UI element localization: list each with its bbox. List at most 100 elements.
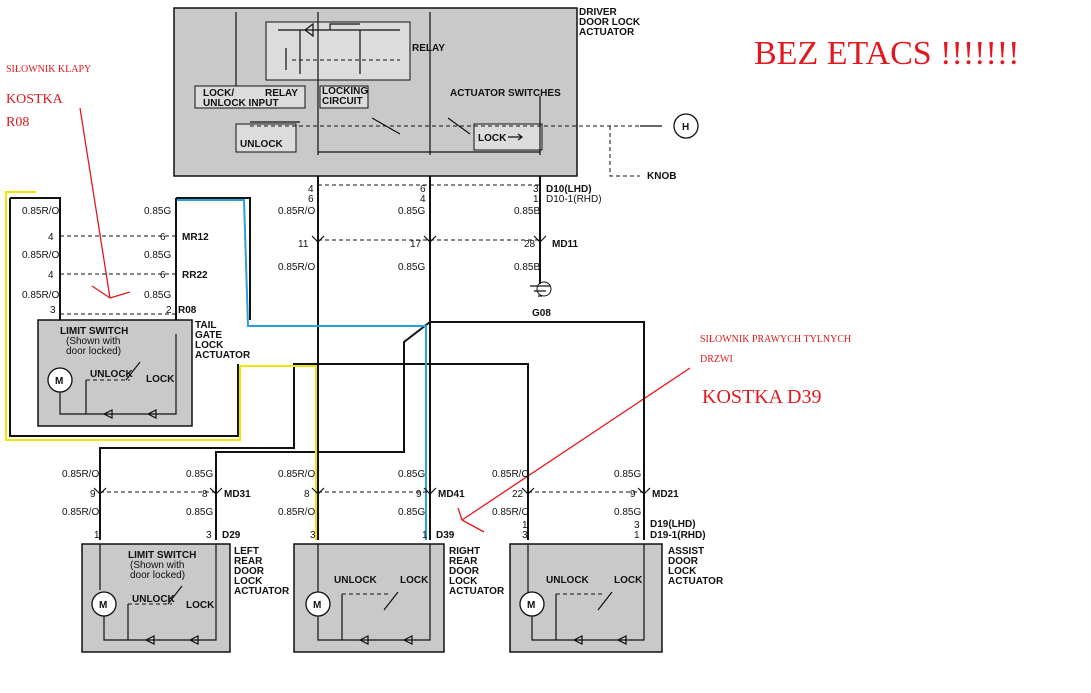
driver-actuator: DRIVER DOOR LOCK ACTUATOR RELAY LOCK/ UN… [173, 7, 699, 205]
rr-wire-g-2: 0.85G [398, 507, 425, 518]
annotation-arrow-d39 [457, 367, 691, 533]
tg-limit-2: (Shown with [66, 336, 120, 347]
locking-circuit-1: LOCKING [322, 86, 368, 97]
tg-unlock: UNLOCK [90, 369, 134, 380]
driver-actuator-title-2: DOOR LOCK [579, 17, 641, 28]
tg-title-3: LOCK [195, 340, 224, 351]
locking-circuit-2: CIRCUIT [322, 96, 363, 107]
lr-wire-ro-2: 0.85R/O [62, 507, 99, 518]
md11-pin-c: 28 [524, 239, 536, 250]
connector-d10-rhd: D10-1(RHD) [546, 194, 602, 205]
pin-c2: 1 [533, 194, 539, 205]
tg-limit-3: door locked) [66, 346, 121, 357]
annotation-kostka-d39: KOSTKA D39 [702, 386, 821, 408]
driver-actuator-title-3: ACTUATOR [579, 27, 635, 38]
lr-limit-3: door locked) [130, 570, 185, 581]
as-wire-ro-2: 0.85R/O [492, 507, 529, 518]
d19-pin-r2: 1 [634, 530, 640, 541]
wire-g-label-1: 0.85G [398, 206, 425, 217]
wire-ro-label-1: 0.85R/O [278, 206, 315, 217]
md41-label: MD41 [438, 489, 465, 500]
tg-lock: LOCK [146, 374, 175, 385]
lr-title-4: LOCK [234, 576, 263, 587]
lr-title-2: REAR [234, 556, 263, 567]
annotation-arrow-r08 [79, 107, 131, 299]
md41-pin-r: 9 [416, 489, 422, 500]
tg-motor: M [55, 376, 63, 387]
lr-limit-1: LIMIT SWITCH [128, 550, 196, 561]
d29-label: D29 [222, 530, 241, 541]
wire-g-label-2: 0.85G [398, 262, 425, 273]
md41-pin-l: 8 [304, 489, 310, 500]
d39-label: D39 [436, 530, 455, 541]
lr-lock: LOCK [186, 600, 215, 611]
highlight-blue [176, 199, 427, 540]
md31-pin-r: 8 [202, 489, 208, 500]
mr12-label: MR12 [182, 232, 209, 243]
rr-unlock: UNLOCK [334, 575, 378, 586]
tg-wire-g-3: 0.85G [144, 290, 171, 301]
tg-wire-ro-2: 0.85R/O [22, 250, 59, 261]
highlight-yellow [5, 191, 317, 540]
rr22-label: RR22 [182, 270, 208, 281]
as-motor: M [527, 600, 535, 611]
relay2-label: RELAY [265, 88, 298, 99]
pin-b1: 6 [420, 184, 426, 195]
pin-c1: 3 [533, 184, 539, 195]
tg-wire-ro-3: 0.85R/O [22, 290, 59, 301]
knob-label: KNOB [647, 171, 676, 182]
as-lock: LOCK [614, 575, 643, 586]
lock-unlock-input-2: UNLOCK INPUT [203, 98, 279, 109]
as-title-4: ACTUATOR [668, 576, 724, 587]
pin-a2: 6 [308, 194, 314, 205]
md11-pin-a: 11 [298, 239, 309, 250]
lr-wire-g-2: 0.85G [186, 507, 213, 518]
assist-actuator: M UNLOCK LOCK ASSIST DOOR LOCK ACTUATOR [509, 543, 724, 653]
d39-pin-r: 1 [422, 530, 428, 541]
rr-wire-ro-2: 0.85R/O [278, 507, 315, 518]
lr-wire-g-1: 0.85G [186, 469, 213, 480]
annotation-silownik-drzwi-2: DRZWI [700, 354, 733, 365]
driver-lock-label: LOCK [478, 133, 507, 144]
lr-unlock: UNLOCK [132, 594, 176, 605]
as-wire-g-1: 0.85G [614, 469, 641, 480]
relay-label: RELAY [412, 43, 445, 54]
md21-label: MD21 [652, 489, 679, 500]
lr-title-5: ACTUATOR [234, 586, 290, 597]
rr-wire-g-1: 0.85G [398, 469, 425, 480]
as-wire-ro-1: 0.85R/O [492, 469, 529, 480]
actuator-switches-label: ACTUATOR SWITCHES [450, 88, 561, 99]
r08-pin-l: 3 [50, 305, 56, 316]
rr-title-5: ACTUATOR [449, 586, 505, 597]
rr22-pin-r: 6 [160, 270, 166, 281]
tg-wire-g-2: 0.85G [144, 250, 171, 261]
tg-limit-1: LIMIT SWITCH [60, 326, 128, 337]
lock-unlock-input-1: LOCK/ [203, 88, 234, 99]
pin-b2: 4 [420, 194, 426, 205]
rr-title-3: DOOR [449, 566, 480, 577]
annotation-kostka-r08-1: KOSTKA [6, 92, 64, 107]
rr22-pin-l: 4 [48, 270, 54, 281]
driver-actuator-title-1: DRIVER [579, 7, 618, 18]
annotation-kostka-r08-2: R08 [6, 115, 29, 130]
mr12-pin-l: 4 [48, 232, 54, 243]
lr-title-3: DOOR [234, 566, 265, 577]
annotation-silownik-klapy: SIŁOWNIK KLAPY [6, 64, 91, 75]
rr-motor: M [313, 600, 321, 611]
tg-title-4: ACTUATOR [195, 350, 251, 361]
tailgate-actuator: 0.85R/O 0.85G 4 6 MR12 0.85R/O 0.85G 4 6… [9, 197, 251, 437]
key-icon: H [682, 122, 689, 133]
md21-pin-l: 22 [512, 489, 524, 500]
lr-wire-ro-1: 0.85R/O [62, 469, 99, 480]
r08-label: R08 [178, 305, 197, 316]
annotation-silownik-drzwi-1: SIŁOWNIK PRAWYCH TYLNYCH [700, 334, 851, 345]
md11-label: MD11 [552, 239, 579, 250]
driver-unlock-label: UNLOCK [240, 139, 284, 150]
wire-b-label-2: 0.85B [514, 262, 540, 273]
as-title-2: DOOR [668, 556, 699, 567]
as-unlock: UNLOCK [546, 575, 590, 586]
d19-rhd: D19-1(RHD) [650, 530, 706, 541]
md11-pin-b: 17 [410, 239, 422, 250]
r08-pin-r: 2 [166, 305, 172, 316]
lr-title-1: LEFT [234, 546, 259, 557]
